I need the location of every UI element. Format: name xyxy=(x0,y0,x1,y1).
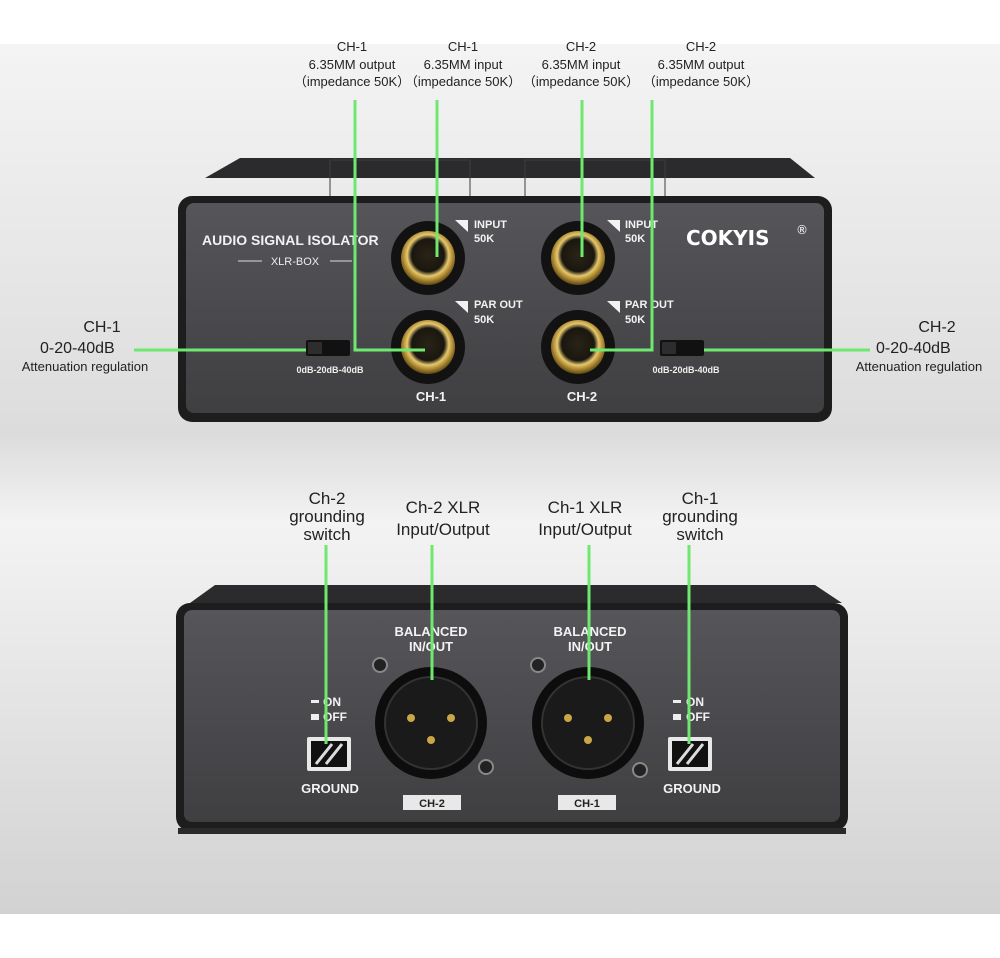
ch2-par-out-jack xyxy=(541,310,615,384)
callout-ch2-xlr: Ch-2 XLR Input/Output xyxy=(374,497,512,541)
ch2-par-out-impedance: 50K xyxy=(625,314,645,326)
ch1-input-jack xyxy=(391,221,465,295)
callout-line: grounding xyxy=(662,506,738,526)
callout-ch2-output: CH-2 6.35MM output （impedance 50K） xyxy=(636,38,766,91)
ch2-xlr-connector xyxy=(372,657,494,779)
callout-ch1-attenuation: CH-1 0-20-40dB Attenuation regulation xyxy=(10,318,160,376)
back-ch1-label: CH-1 xyxy=(574,798,600,810)
callout-ch1-output: CH-1 6.35MM output （impedance 50K） xyxy=(288,38,416,91)
callout-ch1-grounding-switch: Ch-1 grounding switch xyxy=(645,490,755,544)
callout-ch2-input: CH-2 6.35MM input （impedance 50K） xyxy=(518,38,644,91)
callout-line: （impedance 50K） xyxy=(293,74,411,90)
front-ch2-label: CH-2 xyxy=(567,389,597,404)
callout-line: CH-2 xyxy=(685,39,717,54)
callout-line: 6.35MM output xyxy=(657,56,745,72)
callout-line: 6.35MM output xyxy=(308,56,396,72)
ch2-output-line xyxy=(590,100,654,352)
callout-line: 6.35MM input xyxy=(423,56,503,72)
callout-line: 0-20-40dB xyxy=(876,339,951,357)
ch2-input-label: INPUT xyxy=(625,219,658,231)
ch2-switch-scale: 0dB-20dB-40dB xyxy=(652,365,720,375)
callout-line: Attenuation regulation xyxy=(855,358,983,374)
callout-line: CH-1 xyxy=(447,39,479,54)
callout-line: （impedance 50K） xyxy=(404,74,522,90)
callout-line: CH-2 xyxy=(918,319,956,336)
ch1-off-label: OFF xyxy=(686,710,710,724)
callout-line: （impedance 50K） xyxy=(522,74,640,90)
ch2-par-out-label: PAR OUT xyxy=(625,299,674,311)
front-model: XLR-BOX xyxy=(271,256,320,268)
callout-line: Attenuation regulation xyxy=(21,358,149,374)
ch1-switch-scale: 0dB-20dB-40dB xyxy=(296,365,364,375)
ch1-xlr-connector xyxy=(530,657,648,779)
ch1-par-out-label: PAR OUT xyxy=(474,299,523,311)
ch2-ground-switch xyxy=(307,737,351,771)
ch2-input-impedance: 50K xyxy=(625,233,645,245)
back-ch2-label: CH-2 xyxy=(419,798,445,810)
ch1-input-impedance: 50K xyxy=(474,233,494,245)
front-device: AUDIO SIGNAL ISOLATOR XLR-BOX COKYIS ® I… xyxy=(178,158,832,422)
callout-line: Ch-1 XLR xyxy=(547,498,623,517)
callout-line: Input/Output xyxy=(538,520,632,540)
brand-logo: COKYIS xyxy=(686,226,770,250)
ch2-ground-label: GROUND xyxy=(301,781,359,796)
callout-line: 6.35MM input xyxy=(541,56,621,72)
callout-line: Ch-1 xyxy=(681,489,719,508)
callout-line: switch xyxy=(676,524,724,544)
back-device: BALANCED IN/OUT BALANCED IN/OUT ON OFF O… xyxy=(176,585,848,834)
callout-ch1-xlr: Ch-1 XLR Input/Output xyxy=(516,497,654,541)
ch1-ground-label: GROUND xyxy=(663,781,721,796)
front-ch1-label: CH-1 xyxy=(416,389,446,404)
callout-line: CH-1 xyxy=(336,39,368,54)
ch1-output-line xyxy=(353,100,425,352)
callout-line: Input/Output xyxy=(396,520,490,540)
ch2-off-label: OFF xyxy=(323,710,347,724)
ch2-input-jack xyxy=(541,221,615,295)
ch1-par-out-jack xyxy=(391,310,465,384)
ch1-ground-switch xyxy=(668,737,712,771)
front-brand-title: AUDIO SIGNAL ISOLATOR xyxy=(202,232,379,248)
callout-line: CH-1 xyxy=(83,319,121,336)
brand-logo-mark: ® xyxy=(796,223,808,237)
callout-lines xyxy=(134,100,870,744)
callout-ch1-input: CH-1 6.35MM input （impedance 50K） xyxy=(400,38,526,91)
ch1-par-out-impedance: 50K xyxy=(474,314,494,326)
callout-line: Ch-2 XLR xyxy=(405,498,481,517)
callout-line: switch xyxy=(303,524,351,544)
callout-line: grounding xyxy=(289,506,365,526)
callout-ch2-grounding-switch: Ch-2 grounding switch xyxy=(272,490,382,544)
ch1-input-label: INPUT xyxy=(474,219,507,231)
callout-ch2-attenuation: CH-2 0-20-40dB Attenuation regulation xyxy=(842,318,996,376)
callout-line: （impedance 50K） xyxy=(642,74,760,90)
callout-line: 0-20-40dB xyxy=(40,339,115,357)
callout-line: Ch-2 xyxy=(308,489,346,508)
callout-line: CH-2 xyxy=(565,39,597,54)
